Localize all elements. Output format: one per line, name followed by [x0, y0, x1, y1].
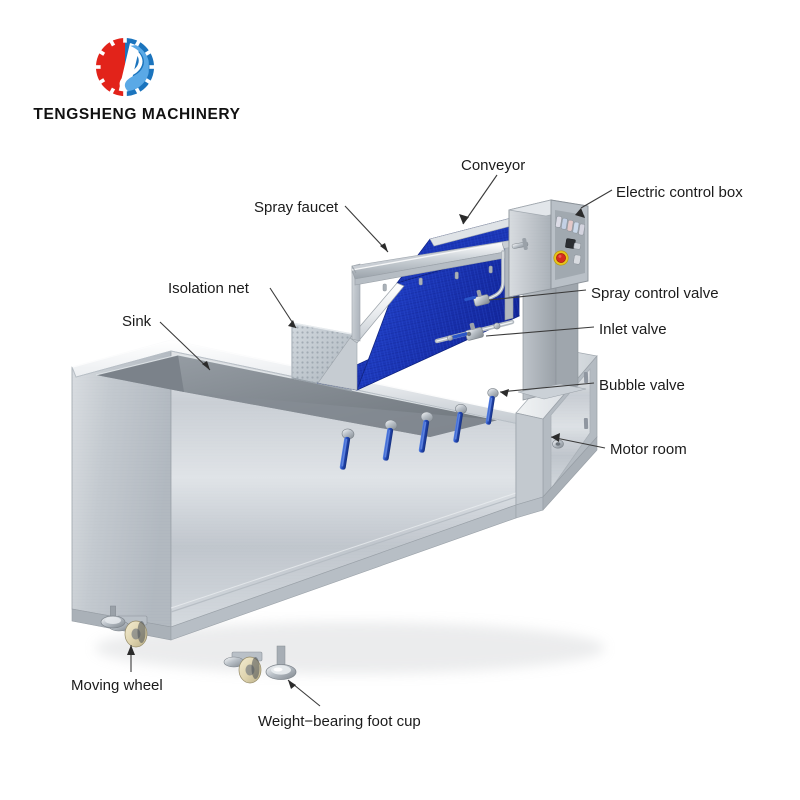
spray-faucet — [351, 242, 506, 302]
callout-arrowheads — [127, 208, 585, 689]
inlet-valve — [451, 322, 484, 341]
gear-circle-logo-icon — [92, 34, 158, 100]
callout-label-inlet-valve: Inlet valve — [599, 321, 667, 338]
moving-wheel — [223, 651, 263, 684]
callout-leader-lines — [130, 174, 613, 707]
callout-label-moving-wheel: Moving wheel — [71, 677, 163, 694]
spray-control-valve — [464, 289, 490, 307]
brand-name: TENGSHENG MACHINERY — [33, 106, 241, 123]
door-hinge-icon — [583, 371, 589, 384]
callout-label-motor-room: Motor room — [610, 441, 687, 458]
control-pushbuttons — [573, 242, 582, 265]
callout-label-sink: Sink — [122, 313, 152, 330]
ground-shadow — [95, 622, 605, 674]
sink-tank — [71, 339, 520, 641]
bubble-valve-handles — [339, 388, 499, 470]
emergency-stop-button-icon — [553, 250, 569, 266]
brand-block: TENGSHENG MACHINERY — [22, 34, 252, 140]
door-hinge-icon — [583, 417, 589, 430]
callout-label-bubble-valve: Bubble valve — [599, 377, 685, 394]
control-box-handle-icon — [511, 237, 529, 251]
callout-label-isolation-net: Isolation net — [168, 280, 249, 297]
control-indicator-row — [555, 215, 586, 236]
callout-label-weight-bearing-foot-cup: Weight−bearing foot cup — [258, 713, 421, 730]
valve-cluster — [434, 289, 515, 344]
callout-label-spray-control-valve: Spray control valve — [591, 285, 719, 302]
callout-label-electric-control-box: Electric control box — [616, 184, 743, 201]
weight-bearing-foot-cup — [265, 645, 297, 680]
callout-label-conveyor: Conveyor — [461, 157, 526, 174]
electric-control-box — [508, 199, 589, 401]
wheels-group — [100, 605, 297, 684]
weight-bearing-foot-cup — [100, 605, 126, 629]
callout-label-spray-faucet: Spray faucet — [254, 199, 339, 216]
